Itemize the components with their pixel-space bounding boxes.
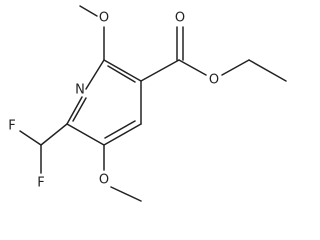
bond-c2-c3	[103, 59, 142, 82]
atom-o-carbonyl-label: O	[175, 11, 185, 26]
bond-o-top-ch3	[79, 5, 98, 17]
atom-f-top-label: F	[8, 119, 15, 134]
atom-f-bottom-label: F	[37, 176, 44, 191]
atom-o-ring-bottom-label: O	[99, 173, 109, 188]
atom-n-label: N	[75, 83, 85, 98]
bond-c-carbonyl-o-ester	[178, 59, 207, 76]
atom-o-ring-top-label: O	[99, 11, 109, 26]
bond-c6-chf2	[40, 123, 68, 146]
chemical-structure-diagram: N O O O O F F	[8, 5, 287, 202]
bond-c4-c5	[103, 123, 142, 146]
bond-c4-c5-double	[104, 120, 136, 139]
bond-c3-c-carbonyl	[140, 59, 180, 82]
bond-c6-n1	[66, 96, 83, 125]
bond-chf2-f-top	[19, 130, 42, 146]
bond-ch2-ch3	[248, 59, 287, 82]
bond-o-bottom-ch3	[110, 186, 142, 202]
bond-c6-n1-double	[72, 97, 87, 122]
atom-o-ester-label: O	[209, 73, 219, 88]
bond-c5-c6	[66, 123, 105, 146]
bond-n1-c2	[85, 59, 105, 90]
bond-c2-c3-double	[107, 65, 136, 83]
bond-o-ester-ch2	[221, 59, 250, 76]
